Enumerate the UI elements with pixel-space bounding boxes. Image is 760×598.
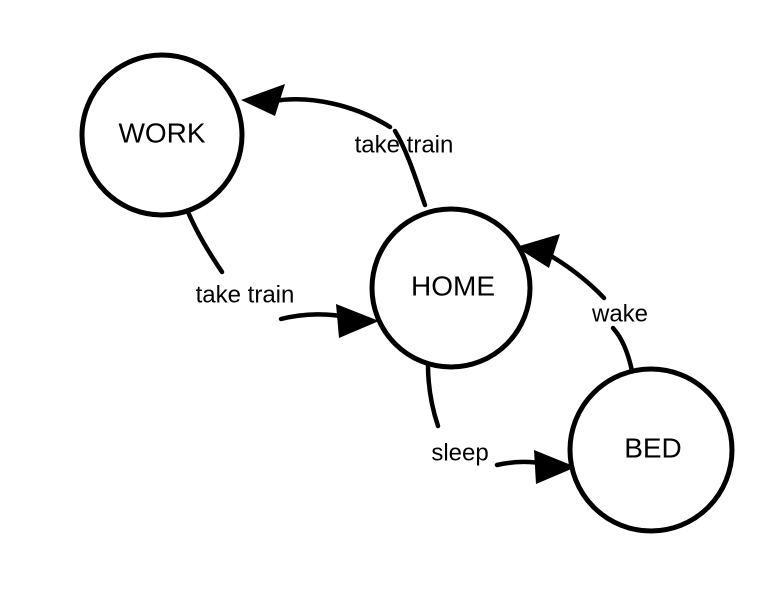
state-circle-bed[interactable] — [567, 366, 735, 534]
arrowhead-into-home-right — [516, 234, 560, 268]
arrowhead-into-bed — [534, 450, 576, 484]
edge-path-home-to-work-head — [271, 97, 393, 130]
edge-path-home-to-bed-tail — [425, 362, 441, 429]
arrowhead-into-work — [241, 84, 285, 116]
state-node-bed[interactable]: BED — [567, 366, 735, 534]
edge-label-bed-to-home: wake — [591, 300, 648, 327]
transition-work-to-home[interactable]: take train — [185, 209, 379, 338]
state-circle-work[interactable] — [79, 52, 245, 218]
transition-home-to-work[interactable]: take train — [241, 84, 454, 208]
edge-path-work-to-home-tail — [185, 209, 225, 275]
edge-label-work-to-home: take train — [196, 281, 295, 308]
state-label-home: HOME — [411, 270, 495, 301]
state-node-work[interactable]: WORK — [79, 52, 245, 218]
state-node-home[interactable]: HOME — [369, 206, 533, 370]
transition-home-to-bed[interactable]: sleep — [425, 362, 576, 484]
arrowhead-into-home-left — [336, 304, 379, 338]
state-label-bed: BED — [624, 432, 682, 463]
state-label-work: WORK — [118, 117, 205, 148]
edge-path-bed-to-home-head — [541, 249, 607, 301]
edge-path-bed-to-home-tail — [610, 325, 635, 374]
state-circle-home[interactable] — [369, 206, 533, 370]
transition-bed-to-home[interactable]: wake — [516, 234, 648, 374]
edge-label-home-to-bed: sleep — [431, 439, 488, 466]
edge-path-home-to-work-tail — [392, 128, 428, 208]
edge-label-home-to-work: take train — [355, 131, 454, 158]
